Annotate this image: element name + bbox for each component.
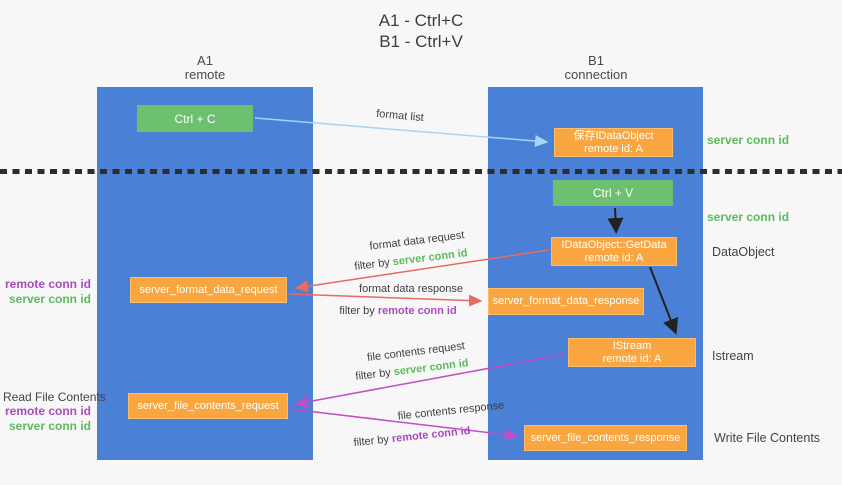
server-format-data-response-box: server_format_data_response xyxy=(488,288,644,315)
remote-conn-id-annotation: remote conn id xyxy=(4,404,91,418)
server-conn-id-annotation: server conn id xyxy=(8,292,91,306)
format-list-label: format list xyxy=(375,107,425,125)
ctrl-v-label: Ctrl + V xyxy=(592,186,634,200)
format-request-label: server_format_data_request xyxy=(139,283,278,296)
save-idataobject-box: 保存IDataObject remote id: A xyxy=(554,128,673,157)
remote-conn-id-text: remote conn id xyxy=(377,305,457,317)
filter-by-text: filter by xyxy=(354,366,392,383)
diagram-title: A1 - Ctrl+C B1 - Ctrl+V xyxy=(0,10,842,52)
server-file-contents-request-box: server_file_contents_request xyxy=(128,393,288,419)
conn-id-stack-format: remote conn id server conn id xyxy=(5,277,91,307)
conn-id-stack-file: remote conn id server conn id xyxy=(5,404,91,434)
istream-annotation: Istream xyxy=(712,349,754,363)
write-file-contents-annotation: Write File Contents xyxy=(714,431,821,445)
istream-line2: remote id: A xyxy=(602,352,662,365)
istream-box: IStream remote id: A xyxy=(568,338,696,367)
session-divider-dashed-line xyxy=(0,169,842,174)
server-conn-id-annotation-top: server conn id xyxy=(707,133,790,147)
ctrl-c-label: Ctrl + C xyxy=(174,111,216,126)
server-file-contents-response-box: server_file_contents_response xyxy=(524,425,687,451)
file-request-label: server_file_contents_request xyxy=(137,399,279,412)
filter-by-text: filter by xyxy=(353,433,390,450)
dataobject-annotation: DataObject xyxy=(712,245,775,259)
ctrl-v-box: Ctrl + V xyxy=(553,180,673,206)
format-data-response-arrow xyxy=(288,293,483,307)
format-response-label: server_format_data_response xyxy=(492,295,640,307)
lifeline-b1-name: B1 xyxy=(588,53,604,68)
server-conn-id-annotation: server conn id xyxy=(8,419,91,433)
lifeline-header-b1: B1 connection xyxy=(516,54,676,82)
filter-by-remote-conn-id-label-1: filter by remote conn id xyxy=(339,305,456,317)
title-line-1: A1 - Ctrl+C xyxy=(378,11,464,30)
server-conn-id-text: server conn id xyxy=(393,357,470,379)
istream-line1: IStream xyxy=(612,339,652,352)
format-data-response-label: format data response xyxy=(359,283,463,295)
remote-conn-id-text: remote conn id xyxy=(391,424,471,446)
file-response-label: server_file_contents_response xyxy=(530,431,681,444)
save-idataobject-line2: remote id: A xyxy=(584,142,643,155)
server-conn-id-annotation-mid: server conn id xyxy=(707,210,790,224)
lifeline-header-a1: A1 remote xyxy=(125,54,285,82)
idataobject-getdata-box: IDataObject::GetData remote id: A xyxy=(551,237,677,266)
filter-by-text: filter by xyxy=(339,305,375,317)
title-line-2: B1 - Ctrl+V xyxy=(379,32,463,51)
save-idataobject-line1: 保存IDataObject xyxy=(573,129,654,142)
getdata-line1: IDataObject::GetData xyxy=(561,238,667,251)
filter-by-text: filter by xyxy=(353,256,391,273)
filter-by-remote-conn-id-label-2: filter by remote conn id xyxy=(353,425,471,449)
remote-conn-id-annotation: remote conn id xyxy=(4,277,91,291)
ctrl-c-box: Ctrl + C xyxy=(137,105,253,132)
server-format-data-request-box: server_format_data_request xyxy=(130,277,287,303)
getdata-line2: remote id: A xyxy=(584,251,644,264)
lifeline-a1-name: A1 xyxy=(197,53,213,68)
lifeline-a1-subtitle: remote xyxy=(184,67,226,82)
lifeline-b1-subtitle: connection xyxy=(564,67,628,82)
read-file-contents-annotation: Read File Contents xyxy=(3,390,106,404)
server-conn-id-text: server conn id xyxy=(392,247,469,269)
